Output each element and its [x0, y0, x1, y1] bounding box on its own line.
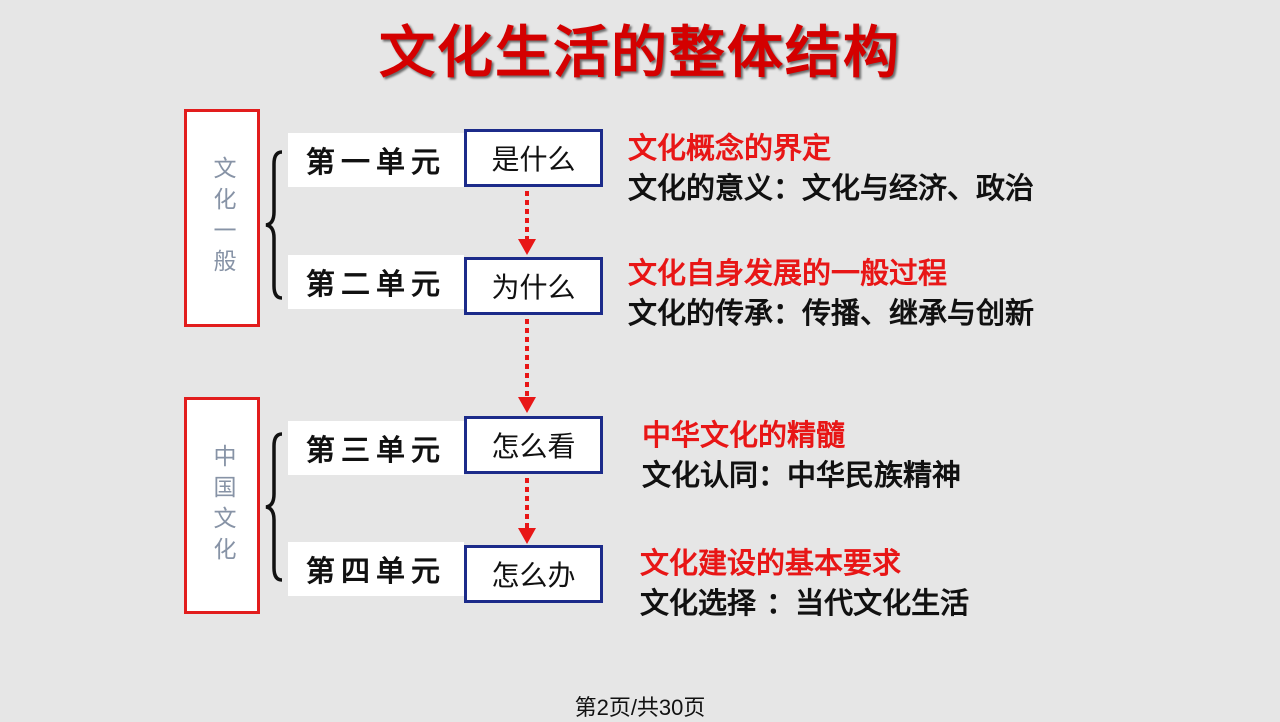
brace-chinese-culture: [265, 432, 283, 582]
unit-2-question-box: 为什么: [464, 257, 603, 315]
brace-general-culture: [265, 150, 283, 300]
unit-2-label: 第二单元: [288, 255, 464, 309]
unit-4-label: 第四单元: [288, 542, 464, 596]
group-label-chinese-culture: 中国文化: [209, 443, 235, 568]
unit-4-question-box: 怎么办: [464, 545, 603, 603]
group-box-chinese-culture: 中国文化: [184, 397, 260, 614]
unit-3-question-box: 怎么看: [464, 416, 603, 474]
slide-title: 文化生活的整体结构: [379, 21, 901, 86]
unit-2-description: 文化自身发展的一般过程 文化的传承：传播、继承与创新: [628, 253, 1034, 333]
unit-3-label: 第三单元: [288, 421, 464, 475]
unit-3-heading: 中华文化的精髓: [642, 418, 846, 452]
unit-4-heading: 文化建设的基本要求: [640, 546, 902, 580]
unit-3-detail: 文化认同：中华民族精神: [642, 458, 962, 492]
unit-4-detail: 文化选择 ：当代文化生活: [640, 586, 970, 620]
arrow-unit3-to-unit4: [518, 478, 536, 544]
unit-1-heading: 文化概念的界定: [628, 131, 832, 165]
group-box-general-culture: 文化一般: [184, 109, 260, 327]
group-label-general-culture: 文化一般: [209, 156, 235, 280]
page-number: 第2页/共30页: [574, 695, 706, 720]
unit-4-description: 文化建设的基本要求 文化选择 ：当代文化生活: [640, 543, 969, 623]
unit-1-description: 文化概念的界定 文化的意义：文化与经济、政治: [628, 128, 1034, 208]
unit-1-question-box: 是什么: [464, 129, 603, 187]
arrow-unit2-to-unit3: [518, 319, 536, 413]
unit-1-detail: 文化的意义：文化与经济、政治: [628, 171, 1035, 205]
unit-2-detail: 文化的传承：传播、继承与创新: [628, 296, 1035, 330]
unit-2-heading: 文化自身发展的一般过程: [628, 256, 948, 290]
unit-3-description: 中华文化的精髓 文化认同：中华民族精神: [642, 415, 961, 495]
unit-1-label: 第一单元: [288, 133, 464, 187]
arrow-unit1-to-unit2: [518, 191, 536, 255]
